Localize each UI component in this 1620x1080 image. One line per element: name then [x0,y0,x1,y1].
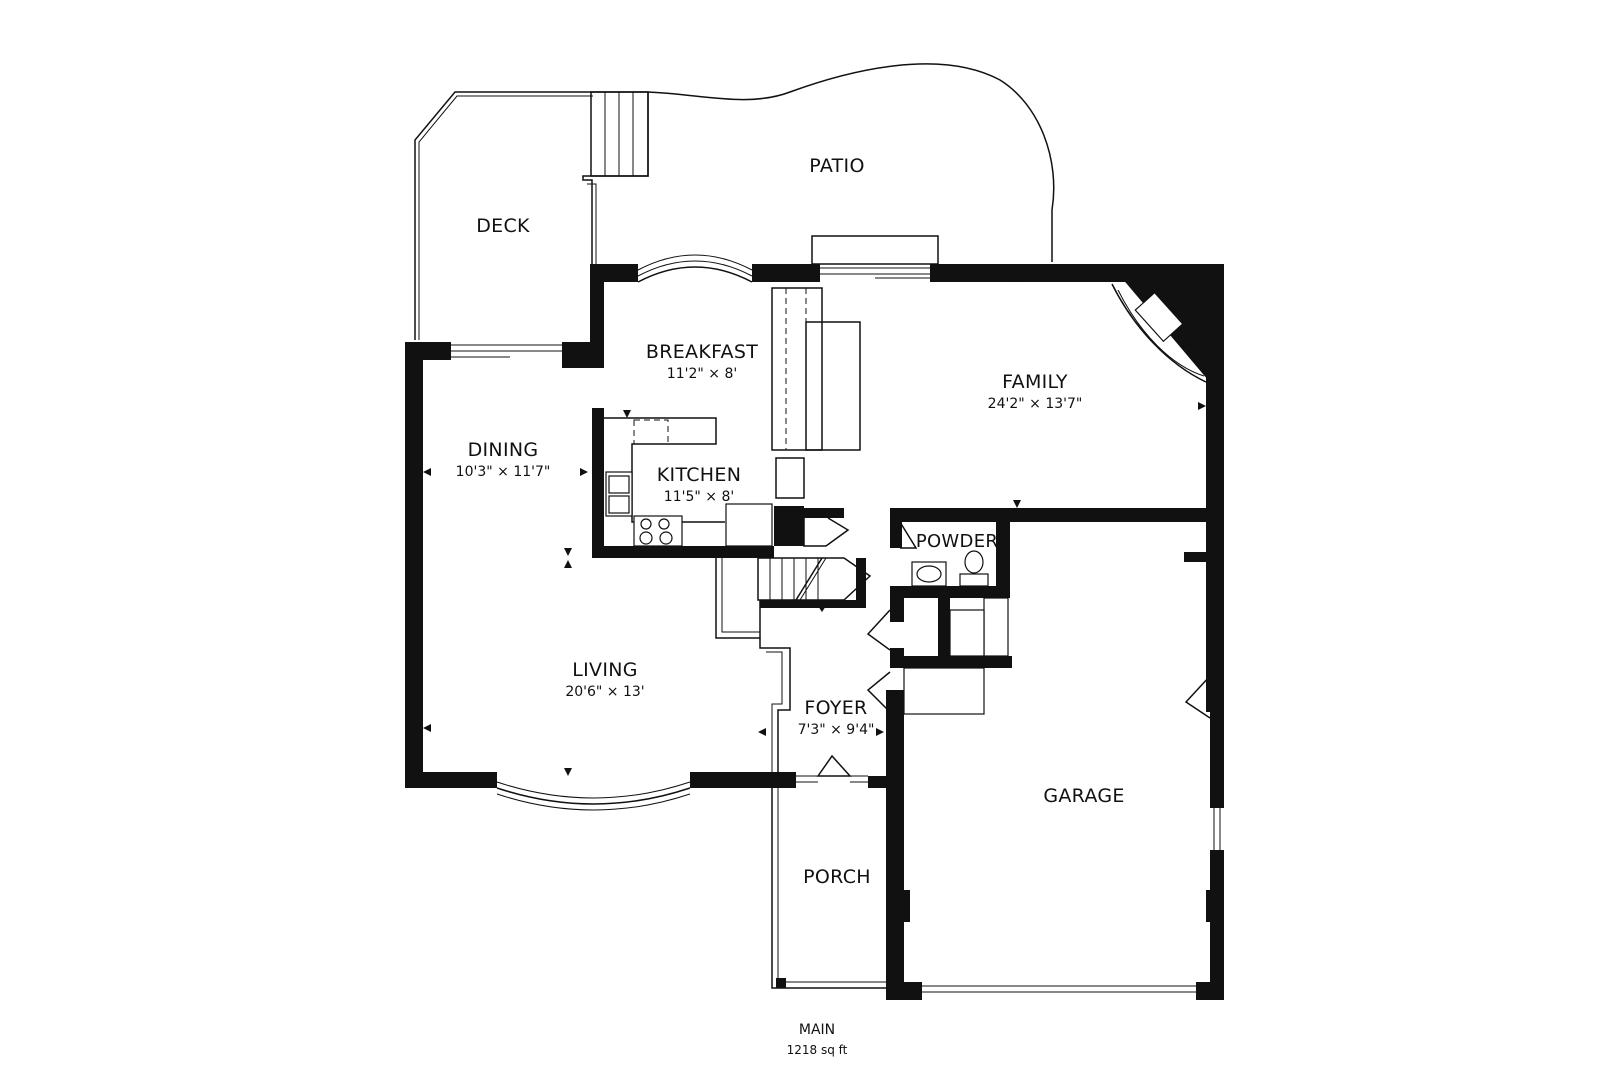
foyer-label: FOYER [804,697,867,719]
patio-step [811,235,939,265]
living-dimensions: 20'6" × 13' [565,684,644,700]
powder-label: POWDER [916,531,998,552]
family-dimensions: 24'2" × 13'7" [988,396,1083,412]
breakfast-label: BREAKFAST [646,341,758,363]
fireplace [1111,283,1207,383]
interior-walls [592,408,1012,788]
breakfast-dimensions: 11'2" × 8' [667,366,737,382]
porch-outline [771,788,886,989]
foyer-dimensions: 7'3" × 9'4" [798,722,875,738]
doors [803,517,1211,777]
exterior-walls [405,264,1224,1000]
kitchen-dimensions: 11'5" × 8' [664,489,734,505]
porch-label: PORCH [803,866,871,888]
stairs [715,557,872,776]
dining-dimensions: 10'3" × 11'7" [456,464,551,480]
kitchen-label: KITCHEN [657,464,741,486]
floor-area-label: 1218 sq ft [787,1043,848,1057]
windows [451,254,1221,993]
deck-stairs [590,91,649,177]
patio-label: PATIO [809,155,864,177]
kitchen-island [771,287,861,499]
patio-outline [582,63,1055,268]
kitchen-counters [604,417,773,547]
dining-label: DINING [468,439,539,461]
living-label: LIVING [572,659,638,681]
dimension-markers [423,273,1206,776]
garage-label: GARAGE [1043,785,1124,807]
family-label: FAMILY [1002,371,1068,393]
deck-label: DECK [476,215,530,237]
floor-name-label: MAIN [799,1022,835,1038]
deck-outline [414,91,648,340]
